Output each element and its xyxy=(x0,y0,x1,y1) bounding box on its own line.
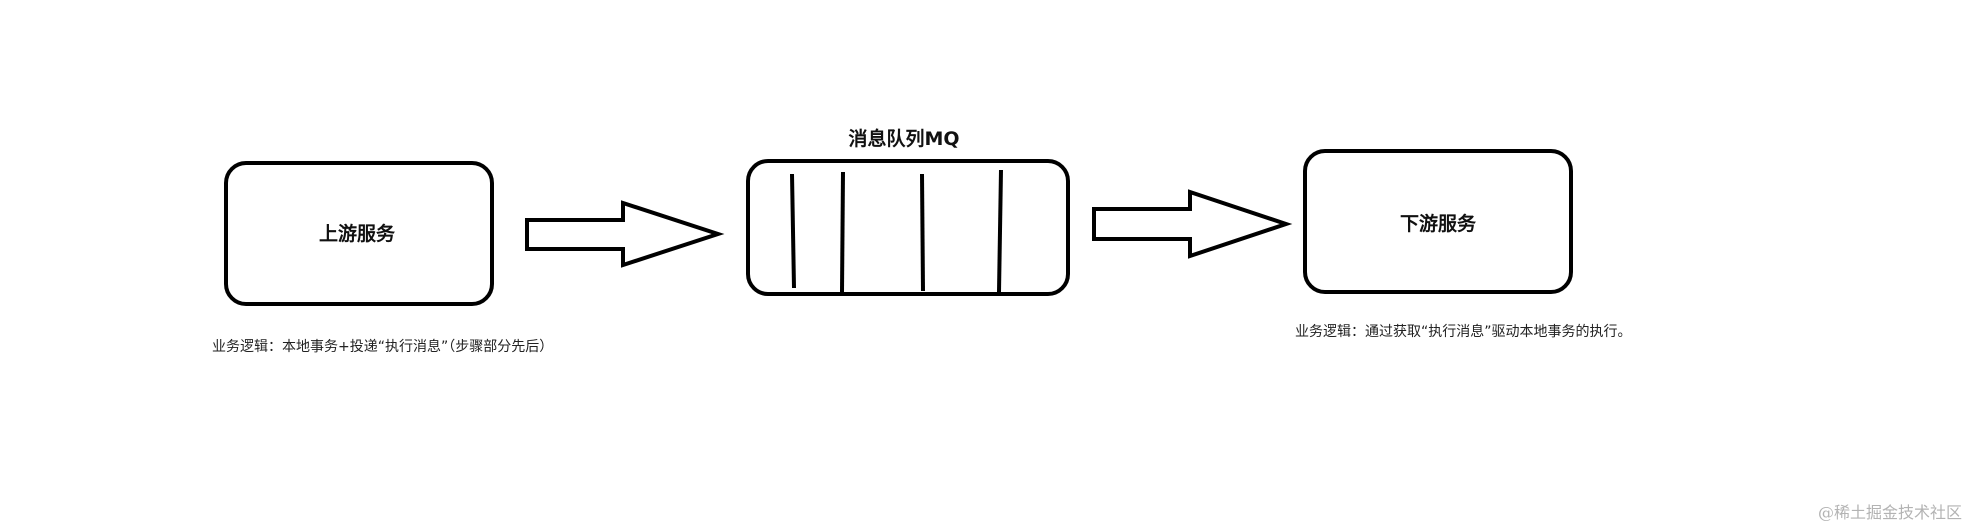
queue-slot-divider xyxy=(790,173,796,289)
watermark-text: @稀土掘金技术社区 xyxy=(1818,503,1962,522)
queue-slot-divider xyxy=(840,171,845,293)
downstream-service-box xyxy=(1303,149,1573,294)
queue-slot-divider xyxy=(920,173,925,292)
downstream-service-node: 下游服务 xyxy=(1303,149,1573,294)
downstream-caption: 业务逻辑：通过获取“执行消息”驱动本地事务的执行。 xyxy=(1295,323,1632,340)
upstream-service-node: 上游服务 xyxy=(224,161,494,306)
message-queue-title: 消息队列MQ xyxy=(848,127,959,150)
upstream-service-box xyxy=(224,161,494,306)
queue-slot-divider xyxy=(997,169,1003,293)
upstream-service-title: 上游服务 xyxy=(319,222,396,245)
message-queue-box xyxy=(746,159,1070,296)
upstream-caption: 业务逻辑：本地事务+投递“执行消息”（步骤部分先后） xyxy=(212,338,553,355)
arrow-upstream-to-queue xyxy=(525,200,725,268)
message-queue-node: 消息队列MQ xyxy=(746,127,1070,296)
arrow-queue-to-downstream xyxy=(1092,189,1293,259)
downstream-service-title: 下游服务 xyxy=(1400,212,1477,235)
